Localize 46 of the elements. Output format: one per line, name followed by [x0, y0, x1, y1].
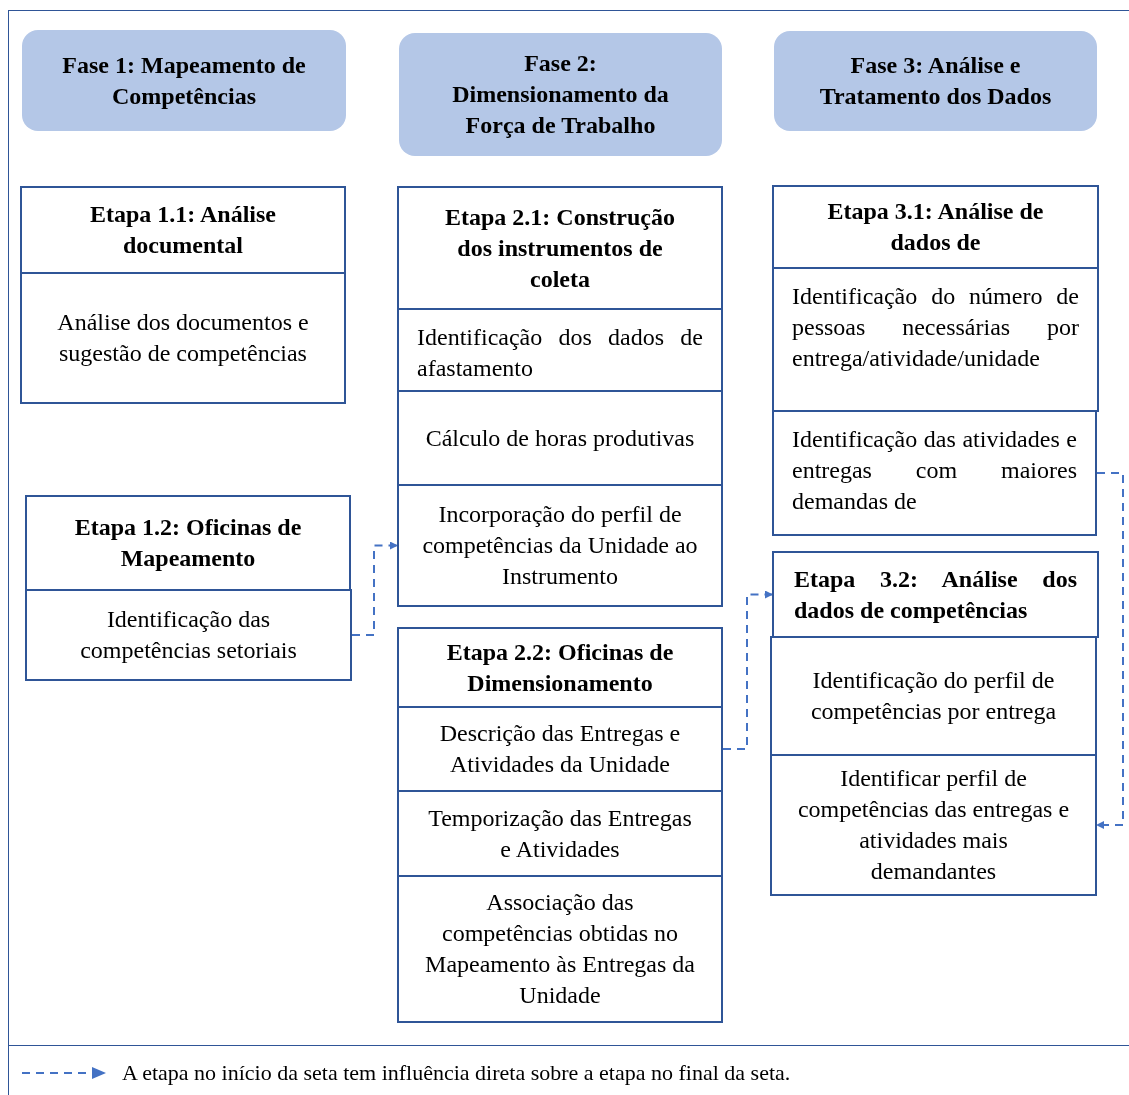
dashed-arrow	[722, 590, 773, 750]
step-box	[397, 390, 723, 486]
step-description: Temporização das Entregas e Atividades	[427, 803, 693, 864]
step-box	[397, 875, 723, 1023]
step-box	[397, 790, 723, 877]
step-title: Etapa 1.2: Oficinas de Mapeamento	[73, 513, 303, 573]
phase-title: Fase 2: Dimensionamento da Força de Trabalho	[451, 49, 670, 140]
step-box	[397, 484, 723, 607]
step-description: Análise dos documentos e sugestão de competências	[56, 308, 310, 368]
step-box	[397, 308, 723, 392]
dashed-arrow	[1096, 472, 1124, 829]
phase-title: Fase 3: Análise e Tratamento dos Dados	[818, 51, 1053, 111]
step-title-box	[25, 495, 351, 591]
step-description: Identificação das competências setoriais	[79, 605, 298, 665]
step-description: Identificação do número de pessoas necessárias por entrega/atividade/unidade	[792, 282, 1079, 373]
step-description: Incorporação do perfil de competências da Unidade ao Instrumento	[421, 500, 699, 591]
step-title-box	[772, 551, 1099, 638]
step-title-box	[397, 627, 723, 708]
phase-header	[399, 33, 722, 156]
phase-header	[22, 30, 346, 131]
step-title-box	[20, 186, 346, 274]
step-title-box	[772, 185, 1099, 269]
step-description: Identificação do perfil de competências por entrega	[809, 666, 1058, 726]
dashed-arrow	[351, 541, 398, 636]
step-box	[20, 272, 346, 404]
step-box	[770, 636, 1097, 756]
step-description: Identificação das atividades e entregas com maiores demandas de	[792, 425, 1077, 516]
step-title: Etapa 3.2: Análise dos dados de competências	[794, 564, 1077, 625]
step-box	[772, 410, 1097, 536]
step-box	[25, 589, 352, 681]
step-description: Identificação dos dados de afastamento	[417, 323, 703, 383]
step-box	[772, 267, 1099, 412]
step-description: Cálculo de horas produtivas	[424, 423, 696, 453]
step-title-box	[397, 186, 723, 310]
step-description: Descrição das Entregas e Atividades da Unidade	[438, 719, 682, 779]
legend-text: A etapa no início da seta tem influência direta sobre a etapa no final da seta.	[122, 1059, 791, 1087]
step-description: Associação das competências obtidas no Mapeamento às Entregas da Unidade	[424, 888, 696, 1010]
step-description: Identificar perfil de competências das entregas e atividades mais demandantes	[796, 764, 1071, 886]
step-title: Etapa 1.1: Análise documental	[89, 200, 277, 260]
phase-header	[774, 31, 1097, 131]
step-box	[770, 754, 1097, 896]
step-box	[397, 706, 723, 792]
phase-title: Fase 1: Mapeamento de Competências	[61, 50, 307, 111]
step-title: Etapa 2.2: Oficinas de Dimensionamento	[445, 637, 675, 698]
step-title: Etapa 3.1: Análise de dados de	[826, 197, 1045, 257]
step-title: Etapa 2.1: Construção dos instrumentos de coleta	[444, 202, 676, 294]
